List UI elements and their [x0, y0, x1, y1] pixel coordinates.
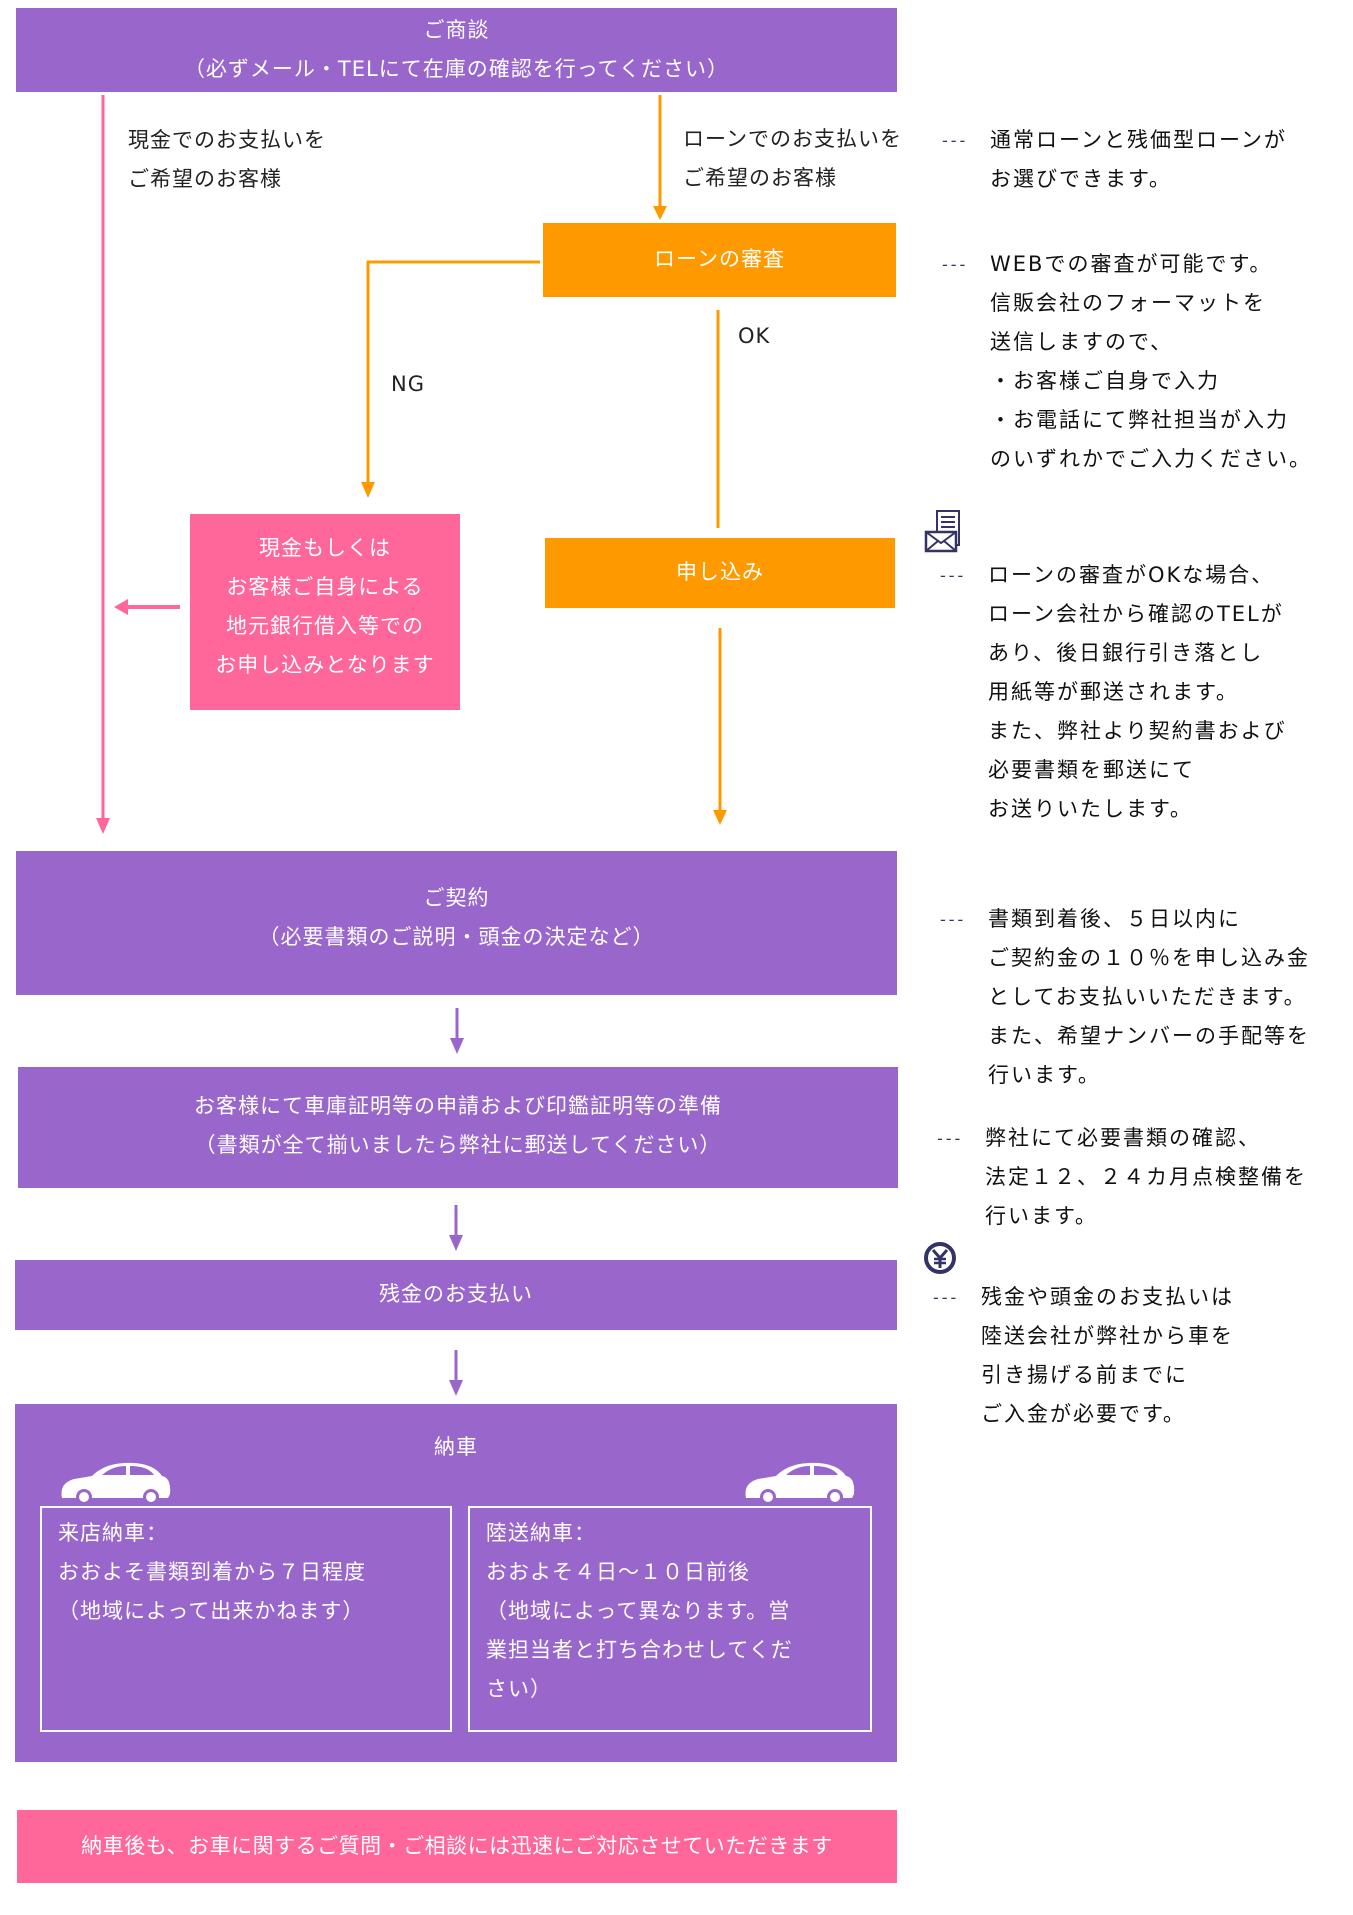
step-preparation-title: お客様にて車庫証明等の申請および印鑑証明等の準備 — [194, 1094, 722, 1118]
step-consultation: ご商談 （必ずメール・TELにて在庫の確認を行ってください） — [16, 8, 897, 92]
loan-branch-label: ローンでのお支払いを ご希望のお客様 — [683, 120, 902, 198]
ng-path-line — [366, 260, 540, 484]
step-contract-subtitle: （必要書類のご説明・頭金の決定など） — [258, 925, 655, 949]
delivery-transport-panel: 陸送納車： おおよそ４日～１０日前後 （地域によって異なります。営 業担当者と打… — [468, 1506, 872, 1732]
note-line: お選びできます。 — [990, 167, 1172, 191]
cash-alternative-line: お客様ご自身による — [226, 575, 424, 599]
note-line: 行います。 — [985, 1204, 1098, 1228]
note-line: 引き揚げる前までに — [981, 1363, 1188, 1387]
step-delivery: 納車 来店納車： おおよそ書類到着から７日程度 （地域によって出来かねます） 陸… — [15, 1404, 897, 1762]
step-preparation: お客様にて車庫証明等の申請および印鑑証明等の準備 （書類が全て揃いましたら弊社に… — [18, 1067, 898, 1188]
delivery-store-heading: 来店納車： — [58, 1521, 168, 1545]
delivery-store-panel: 来店納車： おおよそ書類到着から７日程度 （地域によって出来かねます） — [40, 1506, 452, 1732]
cash-path-arrowhead — [96, 818, 110, 834]
cash-branch-label: 現金でのお支払いを ご希望のお客様 — [128, 121, 326, 199]
note-line: 陸送会社が弊社から車を — [981, 1324, 1234, 1348]
step-contract: ご契約 （必要書類のご説明・頭金の決定など） — [16, 851, 897, 995]
note-web-review: --- WEBでの審査が可能です。 信販会社のフォーマットを 送信しますので、 … — [942, 245, 1312, 479]
after-service-text: 納車後も、お車に関するご質問・ご相談には迅速にご対応させていただきます — [81, 1834, 833, 1858]
step-arrowhead-1 — [450, 1038, 464, 1054]
cash-alternative-line: 地元銀行借入等での — [226, 614, 424, 638]
step-loan-review: ローンの審査 — [543, 223, 896, 297]
step-balance-payment-title: 残金のお支払い — [379, 1282, 533, 1306]
note-line: 法定１２、２４カ月点検整備を — [985, 1165, 1307, 1189]
step-arrowhead-3 — [449, 1380, 463, 1396]
step-loan-review-title: ローンの審査 — [654, 247, 785, 271]
note-loan-approved: --- ローンの審査がOKな場合、 ローン会社から確認のTELが あり、後日銀行… — [940, 556, 1287, 829]
step-arrowhead-2 — [449, 1235, 463, 1251]
delivery-transport-line: さい） — [486, 1677, 552, 1701]
cash-alternative-line: お申し込みとなります — [215, 653, 435, 677]
ng-label: NG — [391, 372, 425, 396]
note-dash: --- — [937, 1129, 964, 1148]
note-line: お送りいたします。 — [988, 797, 1193, 821]
cash-branch-label-line-1: 現金でのお支払いを — [128, 128, 326, 152]
step-application: 申し込み — [545, 538, 895, 608]
note-line: ・お客様ご自身で入力 — [990, 369, 1220, 393]
step-consultation-title: ご商談 — [423, 18, 490, 42]
delivery-transport-heading: 陸送納車： — [486, 1521, 596, 1545]
note-line: また、希望ナンバーの手配等を — [988, 1024, 1310, 1048]
note-dash: --- — [942, 131, 969, 150]
note-line: 送信しますので、 — [990, 330, 1174, 354]
note-line: ローンの審査がOKな場合、 — [988, 563, 1275, 587]
delivery-transport-line: （地域によって異なります。営 — [486, 1599, 791, 1623]
note-line: 用紙等が郵送されます。 — [988, 680, 1239, 704]
loan-branch-label-line-2: ご希望のお客様 — [683, 166, 837, 190]
after-service-banner: 納車後も、お車に関するご質問・ご相談には迅速にご対応させていただきます — [17, 1810, 897, 1883]
loan-branch-label-line-1: ローンでのお支払いを — [683, 127, 902, 151]
step-consultation-subtitle: （必ずメール・TELにて在庫の確認を行ってください） — [183, 57, 730, 81]
ok-label: OK — [738, 324, 771, 348]
note-dash: --- — [942, 255, 969, 274]
note-line: としてお支払いいただきます。 — [988, 985, 1307, 1009]
note-line: WEBでの審査が可能です。 — [990, 252, 1273, 276]
cash-branch-label-line-2: ご希望のお客様 — [128, 167, 282, 191]
mail-document-icon — [924, 510, 960, 553]
ng-path-arrowhead — [361, 482, 375, 498]
cash-alt-return-arrowhead — [114, 599, 128, 615]
step-delivery-title: 納車 — [434, 1435, 478, 1459]
note-line: のいずれかでご入力ください。 — [990, 447, 1312, 471]
step-preparation-subtitle: （書類が全て揃いましたら弊社に郵送してください） — [194, 1133, 722, 1157]
delivery-store-line: （地域によって出来かねます） — [58, 1599, 365, 1623]
step-balance-payment: 残金のお支払い — [15, 1260, 897, 1330]
note-line: ご契約金の１０％を申し込み金 — [988, 946, 1310, 970]
note-inspection: --- 弊社にて必要書類の確認、 法定１２、２４カ月点検整備を 行います。 — [937, 1119, 1307, 1236]
note-line: 行います。 — [988, 1063, 1101, 1087]
note-line: 必要書類を郵送にて — [988, 758, 1195, 782]
loan-path-arrowhead — [653, 206, 667, 220]
step-contract-title: ご契約 — [423, 886, 490, 910]
note-dash: --- — [940, 910, 967, 929]
yen-icon — [924, 1242, 956, 1274]
note-line: ご入金が必要です。 — [981, 1402, 1186, 1426]
delivery-transport-line: 業担当者と打ち合わせしてくだ — [486, 1638, 793, 1662]
note-line: 残金や頭金のお支払いは — [981, 1285, 1234, 1309]
note-balance-timing: --- 残金や頭金のお支払いは 陸送会社が弊社から車を 引き揚げる前までに ご入… — [933, 1278, 1234, 1434]
delivery-transport-line: おおよそ４日～１０日前後 — [486, 1560, 750, 1584]
note-line: ローン会社から確認のTELが — [988, 602, 1284, 626]
car-icon — [745, 1462, 855, 1504]
note-line: ・お電話にて弊社担当が入力 — [990, 408, 1289, 432]
cash-alternative-line: 現金もしくは — [259, 536, 391, 560]
step-application-title: 申し込み — [676, 560, 764, 584]
car-icon — [61, 1462, 171, 1504]
note-line: 弊社にて必要書類の確認、 — [985, 1126, 1261, 1150]
note-contract-deposit: --- 書類到着後、５日以内に ご契約金の１０％を申し込み金 としてお支払いいた… — [940, 900, 1310, 1095]
note-dash: --- — [933, 1288, 960, 1307]
application-path-arrowhead — [713, 810, 727, 825]
delivery-store-line: おおよそ書類到着から７日程度 — [58, 1560, 366, 1584]
note-line: また、弊社より契約書および — [988, 719, 1287, 743]
note-loan-types: --- 通常ローンと残価型ローンが お選びできます。 — [942, 121, 1287, 199]
note-line: 書類到着後、５日以内に — [988, 907, 1241, 931]
note-line: あり、後日銀行引き落とし — [988, 641, 1264, 665]
note-dash: --- — [940, 566, 967, 585]
step-cash-alternative: 現金もしくは お客様ご自身による 地元銀行借入等での お申し込みとなります — [190, 514, 460, 710]
note-line: 通常ローンと残価型ローンが — [990, 128, 1287, 152]
note-line: 信販会社のフォーマットを — [990, 291, 1266, 315]
